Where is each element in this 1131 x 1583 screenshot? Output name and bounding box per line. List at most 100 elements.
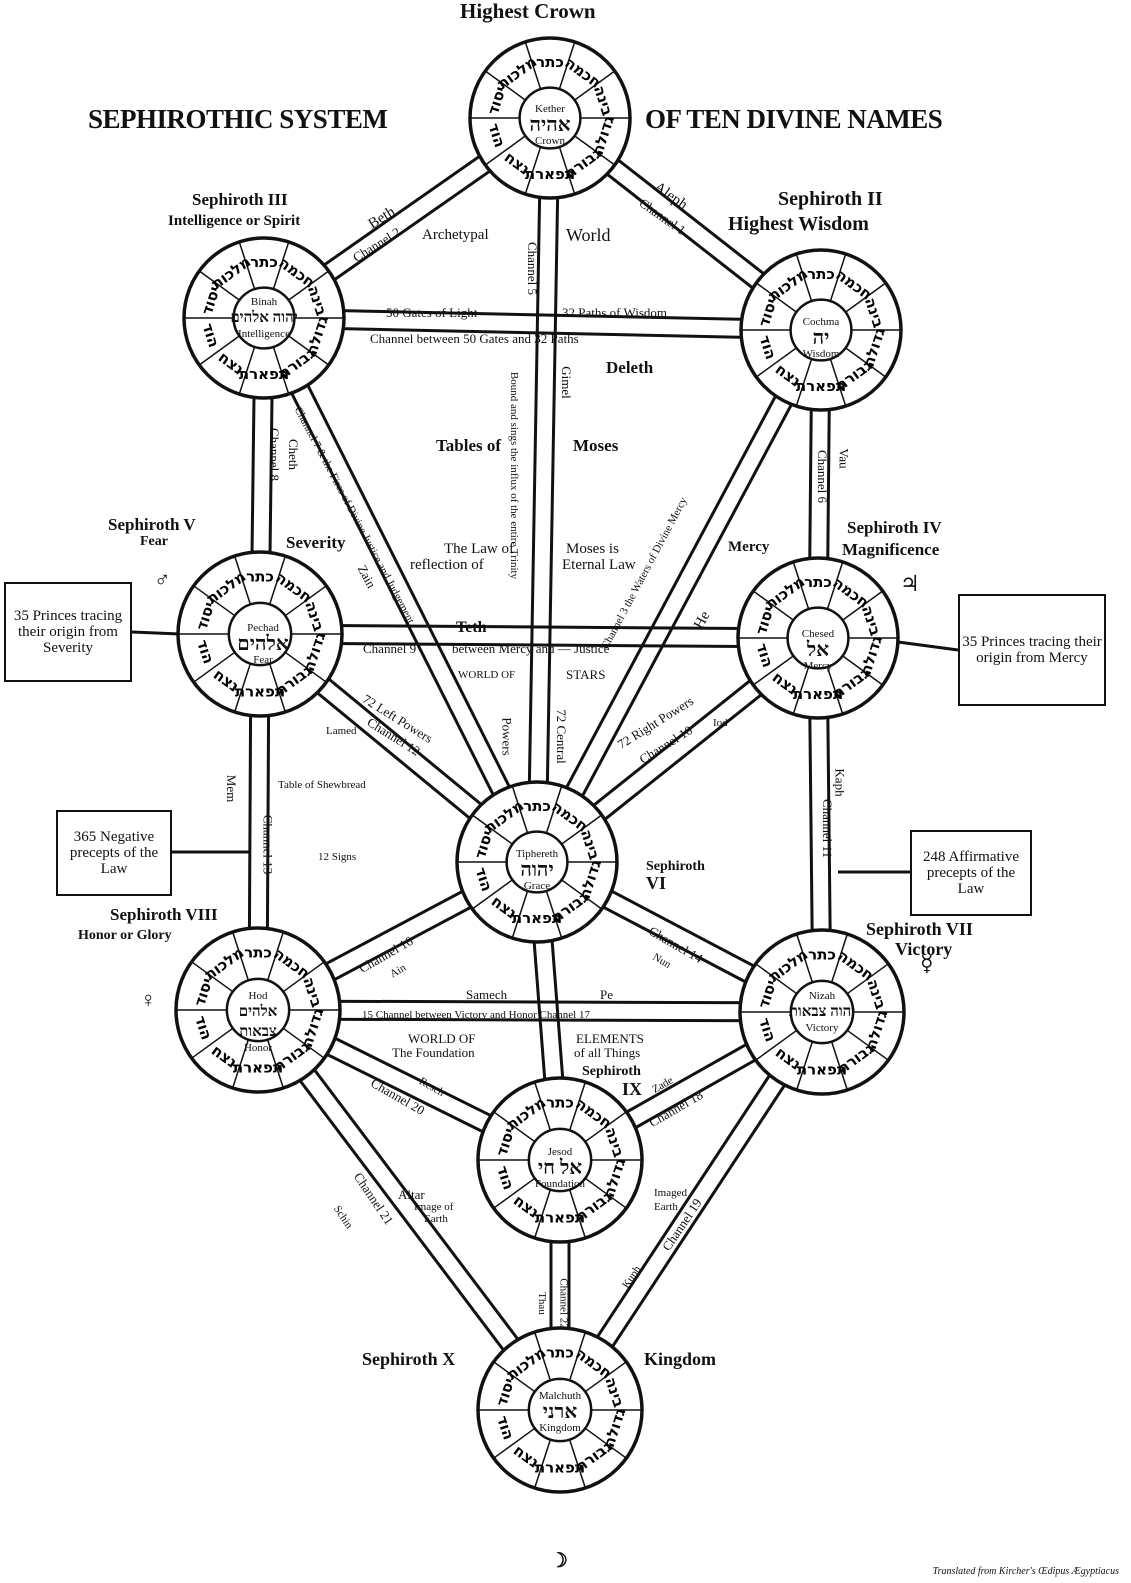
malchuth-ring-word: תפארת [535,1458,585,1476]
hod-spoke [191,1027,234,1059]
channel-20-rail [263,1003,569,1406]
moses-is-label: Moses is [566,541,619,557]
channel-8-rail [527,325,815,859]
nizah-ring-word: תפארת [797,1060,847,1078]
chochma-spoke [829,253,847,302]
channel-9-label: Channel 9 [363,641,417,656]
princes-severity-box: 35 Princes tracing their origin from Sev… [4,582,132,682]
channel-4-full-label: Channel between 50 Gates and 32 Paths [370,331,579,346]
kaph-label: Kaph [832,768,848,797]
channel-9-full-label: between Mercy and — Justice [452,641,610,656]
chesed-ring-word: תפארת [793,685,843,703]
of-all-things-label: of all Things [574,1045,641,1060]
central-powers-label: 72 Central [553,709,569,764]
affirmative-precepts-box: 248 Affirmative precepts of the Law [910,830,1032,916]
reflection-of-label: reflection of [410,557,484,573]
world-foundation-label: WORLD OF [408,1031,476,1046]
law-of-label: The Law of [444,541,514,557]
mercy-label: Mercy [728,539,770,555]
jesod-spoke [584,1177,627,1209]
binah-spoke [272,346,290,395]
tiphereth-sephirah: כתרחכמהבינהגדולהגבורהתפארתנצחהודיסודמלכו… [455,780,619,944]
jesod-spoke [533,1189,552,1239]
pechad-spoke [193,651,236,683]
hod-ring-word: תפארת [233,1058,283,1076]
jesod-spoke [568,1081,587,1131]
the-foundation-label: The Foundation [392,1045,475,1060]
tiphereth-spoke [545,890,563,939]
channel-3-rail [544,118,561,863]
tiphereth-subheading: VI [646,873,667,893]
chochma-heading: Sephiroth II [778,188,883,210]
pechad-spoke [193,585,236,617]
channel-4-rail [264,307,822,323]
channel-6-rail [270,313,547,859]
earth-label: Earth [424,1213,448,1225]
tiphereth-heading: Sephiroth [646,859,705,874]
chesed-spoke [842,655,884,686]
nizah-spoke [795,933,814,983]
mars-symbol: ♂ [154,567,171,592]
tiphereth-ring-word: תפארת [512,909,562,927]
kether-spoke [524,146,542,195]
jesod-spoke [584,1111,627,1143]
binah-ring-word: תפארת [239,365,289,383]
showbread-label: Table of Shewbread [278,779,366,791]
chochma-spoke [795,358,813,407]
malchuth-spoke [533,1331,552,1381]
binah-spoke [198,335,240,366]
hod-subheading: Honor or Glory [78,928,172,943]
jesod-sephirah: כתרחכמהבינהגדולהגבורהתפארתנצחהודיסודמלכו… [476,1076,644,1244]
malchuth-spoke [533,1439,552,1489]
pechad-heading: Sephiroth V [108,515,196,534]
malchuth-ring-word: כתר [546,1344,574,1362]
cheth-label: Cheth [286,438,302,471]
chesed-ring-word: כתר [804,573,832,591]
channel-15-label: 15 Channel between Victory and Honor Cha… [362,1009,590,1021]
binah-subheading: Intelligence or Spirit [168,213,301,229]
moses-label: Moses [573,436,619,455]
box-connector-2 [897,640,959,652]
channel-8-rail [543,333,831,867]
hod-spoke [231,1039,250,1089]
chesed-spoke [792,561,810,610]
iod-label: Iod [713,717,728,729]
tiphereth-spoke [511,785,529,834]
binah-spoke [288,335,330,366]
malchuth-spoke [584,1361,627,1393]
samech-label: Samech [466,987,508,1002]
hod-spoke [266,931,285,981]
hod-ring-word: כתר [244,944,272,962]
gimel-label: Gimel [558,366,574,399]
chochma-ring-word: כתר [807,265,835,283]
jesod-ring-word: תפארת [535,1208,585,1226]
tiphereth-spoke [561,879,603,910]
chesed-spoke [792,666,810,715]
chochma-spoke [845,347,887,378]
hod-spoke [191,961,234,993]
altar-label: Altar [398,1187,425,1202]
channel-11-label: Channel 11 [820,798,836,859]
channel-13-label: Channel 13 [260,814,276,875]
footer-credit: Translated from Kircher's Œdipus Ægyptia… [932,1566,1119,1577]
malchuth-spoke [493,1427,536,1459]
kether-spoke [484,135,526,166]
nizah-spoke [830,933,849,983]
jesod-subheading: IX [622,1079,643,1099]
nizah-spoke [846,1029,889,1061]
nizah-ring-word: כתר [808,946,836,964]
vau-label: Vau [836,448,852,469]
jesod-spoke [568,1189,587,1239]
malchuth-spoke [568,1331,587,1381]
tiphereth-spoke [545,785,563,834]
nizah-sephirah: כתרחכמהבינהגדולהגבורהתפארתנצחהודיסודמלכו… [738,928,906,1096]
jesod-heading: Sephiroth [582,1064,641,1079]
channel-20-rail [249,1014,555,1417]
chochma-spoke [829,358,847,407]
pechad-subheading: Fear [140,534,168,549]
binah-spoke [238,346,256,395]
